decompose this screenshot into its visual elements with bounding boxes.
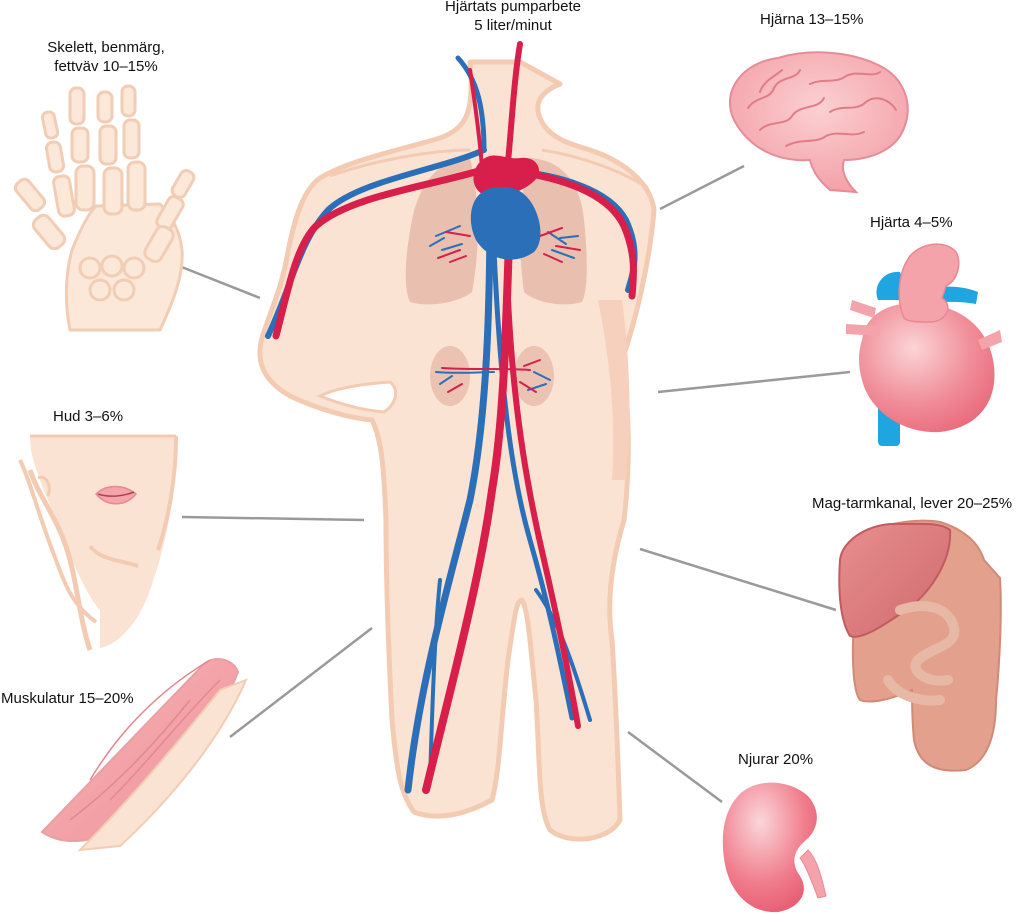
- kidney-label: Njurar 20%: [738, 751, 814, 768]
- hand-skeleton-illustration: [13, 84, 196, 332]
- hip-shadow: [598, 300, 630, 480]
- heart-label: Hjärta 4–5%: [870, 214, 953, 231]
- left-kidney-body: [430, 346, 470, 406]
- heart-illustration: [846, 243, 1002, 446]
- title-line-2: 5 liter/minut: [474, 17, 552, 34]
- connector-skin: [181, 515, 365, 522]
- gut-label: Mag-tarmkanal, lever 20–25%: [812, 495, 1013, 512]
- human-body: [257, 41, 657, 842]
- connector-lines: [173, 164, 851, 804]
- skin-face-illustration: [18, 434, 178, 651]
- artery-network: [272, 41, 637, 794]
- gut-liver-illustration: [838, 519, 1002, 772]
- skeleton-label-line-2: fettväv 10–15%: [54, 58, 158, 75]
- connector-muscle: [229, 627, 373, 738]
- skin-label: Hud 3–6%: [53, 408, 124, 425]
- left-lung: [405, 158, 478, 305]
- brain-label: Hjärna 13–15%: [760, 11, 864, 28]
- title-label: Hjärtats pumparbete 5 liter/minut: [428, 0, 598, 35]
- connector-brain: [659, 164, 745, 211]
- connector-heart: [657, 370, 851, 394]
- collar-line: [329, 148, 649, 190]
- brain-illustration: [728, 51, 909, 194]
- body-heart-blue: [470, 186, 541, 260]
- right-kidney-body: [514, 346, 554, 406]
- muscle-label: Muskulatur 15–20%: [1, 690, 134, 707]
- title-line-1: Hjärtats pumparbete: [445, 0, 581, 15]
- connector-kidney: [627, 730, 723, 804]
- skeleton-label-line-1: Skelett, benmärg,: [47, 39, 165, 56]
- kidney-illustration: [722, 782, 827, 913]
- muscle-illustration: [40, 657, 248, 852]
- body-heart-red: [473, 155, 540, 197]
- skeleton-label: Skelett, benmärg, fettväv 10–15%: [28, 38, 184, 76]
- connector-skeleton: [173, 262, 261, 300]
- arm-gap: [316, 380, 398, 414]
- connector-gut: [639, 547, 837, 612]
